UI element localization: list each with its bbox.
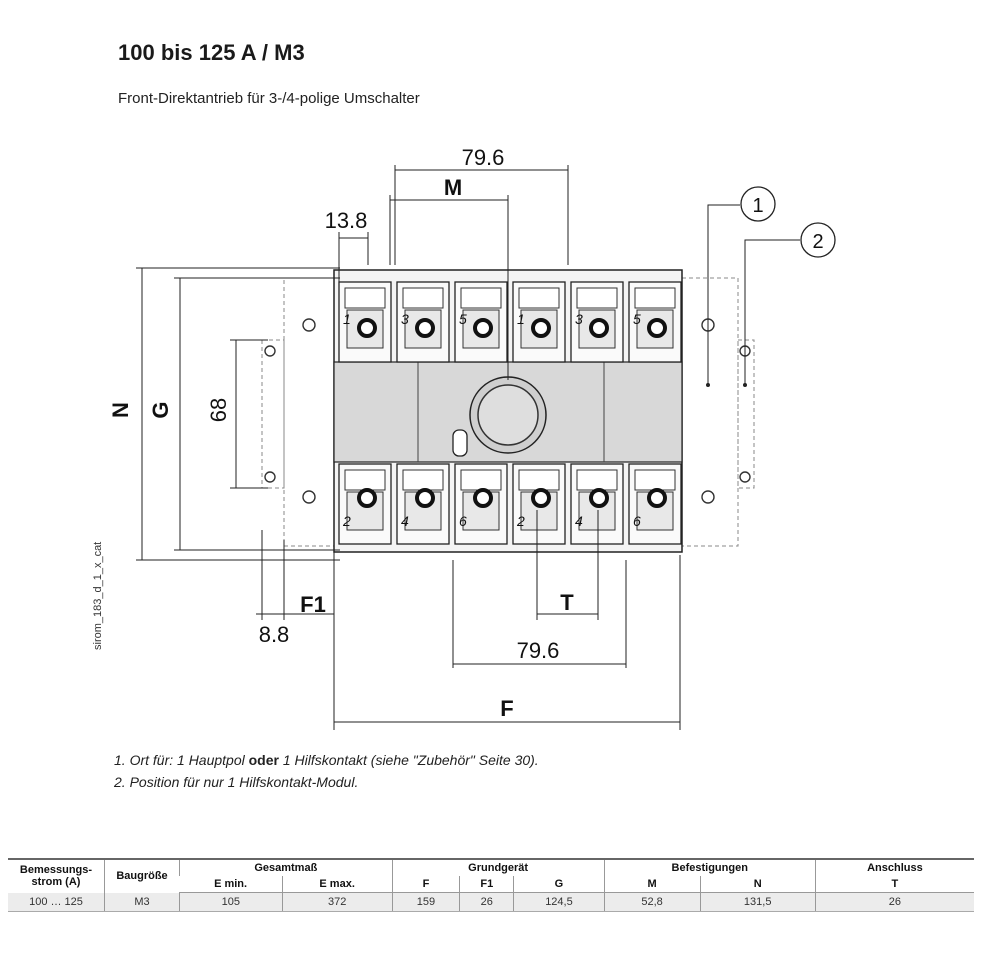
group-total: Gesamtmaß bbox=[179, 858, 393, 876]
col-rating: Bemessungs-strom (A) bbox=[8, 858, 105, 893]
bottom-terminal: 6 bbox=[454, 463, 508, 545]
dim-8-8: 8.8 bbox=[259, 622, 290, 647]
page-subtitle: Front-Direktantrieb für 3-/4-polige Umsc… bbox=[118, 90, 420, 107]
note-1: 1. Ort für: 1 Hauptpol oder 1 Hilfskonta… bbox=[114, 752, 539, 768]
drawing-reference: sirom_183_d_1_x_cat bbox=[92, 541, 104, 650]
top-terminal: 3 bbox=[570, 281, 624, 363]
dim-bottom-79-6: 79.6 bbox=[517, 638, 560, 663]
position-indicator bbox=[452, 429, 468, 457]
table-cell: 26 bbox=[814, 892, 974, 912]
mounting-holes bbox=[264, 318, 751, 504]
table-cell: 131,5 bbox=[699, 892, 816, 912]
technical-drawing: 1 3 5 1 3 5 2 4 6 2 4 6 bbox=[108, 145, 836, 730]
dim-g: G bbox=[148, 401, 173, 418]
table-cell: M3 bbox=[104, 892, 180, 912]
sub-e-max: E max. bbox=[281, 876, 393, 893]
bottom-terminal: 4 bbox=[570, 463, 624, 545]
top-pole-label: 5 bbox=[633, 311, 641, 327]
dim-m: M bbox=[444, 175, 462, 200]
top-terminal: 5 bbox=[454, 281, 508, 363]
top-pole-label: 1 bbox=[343, 311, 351, 327]
top-pole-label: 3 bbox=[401, 311, 409, 327]
sub-m: M bbox=[603, 876, 701, 893]
table-cell: 26 bbox=[459, 892, 514, 912]
table-row: 100 … 125 M3 105 372 159 26 124,5 52,8 1… bbox=[8, 892, 974, 912]
sub-f: F bbox=[391, 876, 460, 893]
group-base: Grundgerät bbox=[391, 858, 605, 876]
dim-68: 68 bbox=[206, 398, 231, 422]
top-terminal: 1 bbox=[338, 281, 392, 363]
callout-1-label: 1 bbox=[752, 195, 763, 217]
table-cell: 124,5 bbox=[513, 892, 605, 912]
group-mount: Befestigungen bbox=[603, 858, 816, 876]
sub-f1: F1 bbox=[459, 876, 514, 893]
bottom-terminal: 2 bbox=[338, 463, 392, 545]
sub-e-min: E min. bbox=[179, 876, 283, 893]
bottom-pole-label: 2 bbox=[342, 513, 351, 529]
bottom-pole-label: 4 bbox=[401, 513, 409, 529]
bottom-pole-label: 4 bbox=[575, 513, 583, 529]
dim-f: F bbox=[500, 696, 513, 721]
col-size: Baugröße bbox=[104, 858, 180, 893]
group-conn: Anschluss bbox=[814, 858, 974, 876]
dim-t: T bbox=[560, 590, 574, 615]
bottom-pole-label: 2 bbox=[516, 513, 525, 529]
top-pole-label: 1 bbox=[517, 311, 525, 327]
top-pole-label: 5 bbox=[459, 311, 467, 327]
sub-g: G bbox=[513, 876, 605, 893]
note-2: 2. Position für nur 1 Hilfskontakt-Modul… bbox=[114, 774, 359, 790]
dimension-lines bbox=[136, 165, 800, 730]
table-cell: 52,8 bbox=[603, 892, 701, 912]
bottom-terminal: 6 bbox=[628, 463, 682, 545]
callout-2 bbox=[800, 222, 836, 258]
bottom-pole-label: 6 bbox=[633, 513, 641, 529]
sub-t: T bbox=[814, 876, 974, 893]
dim-n: N bbox=[108, 402, 133, 418]
dimension-table: Bemessungs-strom (A) Baugröße Gesamtmaß … bbox=[8, 858, 974, 912]
top-terminal: 1 bbox=[512, 281, 566, 363]
bottom-terminal: 4 bbox=[396, 463, 450, 545]
bottom-poles: 2 4 6 2 4 6 bbox=[338, 463, 682, 545]
page-title: 100 bis 125 A / M3 bbox=[118, 40, 305, 65]
dim-f1: F1 bbox=[300, 592, 326, 617]
bottom-pole-label: 6 bbox=[459, 513, 467, 529]
top-pole-label: 3 bbox=[575, 311, 583, 327]
top-terminal: 3 bbox=[396, 281, 450, 363]
table-cell: 105 bbox=[179, 892, 283, 912]
table-cell: 159 bbox=[391, 892, 460, 912]
table-cell: 372 bbox=[281, 892, 393, 912]
top-terminal: 5 bbox=[628, 281, 682, 363]
top-poles: 1 3 5 1 3 5 bbox=[338, 281, 682, 363]
table-cell: 100 … 125 bbox=[8, 892, 105, 912]
dim-13-8: 13.8 bbox=[325, 208, 368, 233]
callout-2-label: 2 bbox=[812, 231, 823, 253]
dim-top-79-6: 79.6 bbox=[462, 145, 505, 170]
bottom-terminal: 2 bbox=[512, 463, 566, 545]
callout-1 bbox=[740, 186, 776, 222]
sub-n: N bbox=[699, 876, 816, 893]
